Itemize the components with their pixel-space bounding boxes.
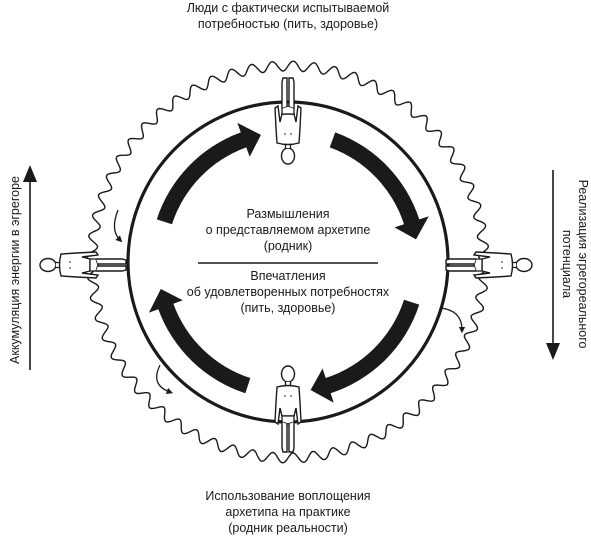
center-lower-text: Впечатления об удовлетворенных потребнос… [170, 268, 406, 316]
left-vertical-caption: Аккумуляция энергии в эгрегоре [7, 160, 23, 380]
small-arrow-icon [439, 307, 466, 334]
center-lower-line: Впечатления [250, 269, 326, 283]
human-figure-icon [274, 365, 302, 453]
center-lower-line: об удовлетворенных потребностях [186, 285, 390, 299]
bottom-caption: Использование воплощения архетипа на пра… [178, 488, 398, 536]
curved-arrow-icon [329, 132, 429, 240]
center-upper-line: Размышления [246, 207, 330, 221]
top-caption-line: Люди с фактически испытываемой [186, 1, 390, 15]
center-lower-line: (пить, здоровье) [240, 301, 336, 315]
bottom-caption-line: (родник реальности) [228, 521, 348, 535]
top-caption: Люди с фактически испытываемой потребнос… [160, 0, 416, 32]
arrow-head-icon [546, 343, 560, 360]
center-upper-text: Размышления о представляемом архетипе (р… [188, 206, 388, 254]
human-figure-icon [445, 251, 533, 279]
small-arrow-icon [113, 209, 123, 243]
center-upper-line: о представляемом архетипе [205, 223, 371, 237]
left-vertical-text: Аккумуляция энергии в эгрегоре [8, 176, 22, 364]
right-vertical-caption: Реализация эгрегореального потенциала [559, 159, 591, 369]
right-vertical-text: Реализация эгрегореального [576, 179, 590, 349]
curved-arrow-icon [148, 289, 251, 394]
bottom-caption-line: архетипа на практике [225, 505, 351, 519]
human-figure-icon [274, 77, 302, 165]
bottom-caption-line: Использование воплощения [205, 489, 371, 503]
human-figure-icon [39, 251, 127, 279]
small-arrow-icon [156, 364, 174, 394]
right-vertical-text: потенциала [560, 229, 574, 299]
center-upper-line: (родник) [263, 239, 313, 253]
curved-arrow-icon [156, 122, 261, 225]
cycle-arrows [148, 122, 429, 403]
arrow-head-icon [23, 165, 37, 182]
curved-arrow-icon [310, 299, 420, 403]
top-caption-line: потребностью (пить, здоровье) [197, 17, 379, 31]
